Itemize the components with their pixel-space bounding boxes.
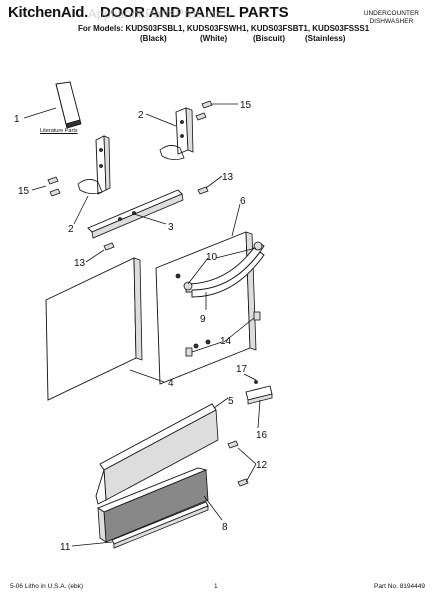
literature-booklet bbox=[55, 81, 82, 129]
appliance-type-line1: UNDERCOUNTER bbox=[363, 10, 419, 17]
callout-14: 14 bbox=[220, 336, 232, 347]
page-title: DOOR AND PANEL PARTS bbox=[100, 4, 289, 21]
hinge-strap bbox=[87, 189, 184, 239]
literature-parts-label: Literature Parts bbox=[40, 128, 78, 134]
callout-4: 4 bbox=[168, 378, 174, 389]
footer-litho: 5-06 Litho in U.S.A. (ebk) bbox=[10, 583, 83, 590]
callout-16: 16 bbox=[256, 430, 268, 441]
variant-black: (Black) bbox=[140, 34, 167, 43]
toe-bracket bbox=[95, 403, 219, 505]
callout-9: 9 bbox=[200, 314, 206, 325]
callout-17: 17 bbox=[236, 364, 248, 375]
callout-6: 6 bbox=[240, 196, 246, 207]
callout-2-upper: 2 bbox=[138, 110, 144, 121]
watermark: AppliancePartsPros.com bbox=[88, 6, 231, 21]
brand-logo: KitchenAid. bbox=[8, 4, 89, 21]
variant-white: (White) bbox=[200, 34, 228, 43]
clip-16 bbox=[245, 380, 273, 405]
models-line: For Models: KUDS03FSBL1, KUDS03FSWH1, KU… bbox=[78, 24, 370, 33]
callout-3: 3 bbox=[168, 222, 174, 233]
callout-11: 11 bbox=[60, 542, 71, 553]
appliance-type: UNDERCOUNTER DISHWASHER bbox=[364, 10, 419, 26]
callout-10: 10 bbox=[206, 252, 218, 263]
screw-12 bbox=[227, 440, 249, 487]
footer-page-number: 1 bbox=[214, 583, 218, 590]
callout-12: 12 bbox=[256, 460, 268, 471]
screw-15-upper bbox=[195, 100, 213, 121]
screw-13 bbox=[103, 186, 209, 251]
callout-numbers: 1 2 15 15 2 13 3 13 6 10 9 14 4 17 5 16 … bbox=[14, 100, 268, 553]
callout-1: 1 bbox=[14, 114, 20, 125]
callout-15-lower: 15 bbox=[18, 186, 30, 197]
leader-lines bbox=[23, 103, 261, 547]
door-handle bbox=[183, 241, 265, 298]
callout-8: 8 bbox=[222, 522, 228, 533]
callout-5: 5 bbox=[228, 396, 234, 407]
screw-15-lower bbox=[47, 176, 61, 197]
variant-stainless: (Stainless) bbox=[305, 34, 346, 43]
hinge-bracket-upper bbox=[159, 107, 194, 160]
toe-panel bbox=[97, 467, 209, 543]
callout-15-upper: 15 bbox=[240, 100, 252, 111]
footer-part-number: Part No. 8194449 bbox=[374, 583, 425, 590]
callout-2-lower: 2 bbox=[68, 224, 74, 235]
appliance-type-line2: DISHWASHER bbox=[369, 18, 414, 25]
variant-biscuit: (Biscuit) bbox=[253, 34, 285, 43]
callout-13-upper: 13 bbox=[222, 172, 234, 183]
toe-trim bbox=[111, 501, 209, 549]
door-panel-insert bbox=[45, 257, 143, 401]
callout-13-lower: 13 bbox=[74, 258, 86, 269]
hinge-bracket-lower bbox=[77, 135, 111, 195]
